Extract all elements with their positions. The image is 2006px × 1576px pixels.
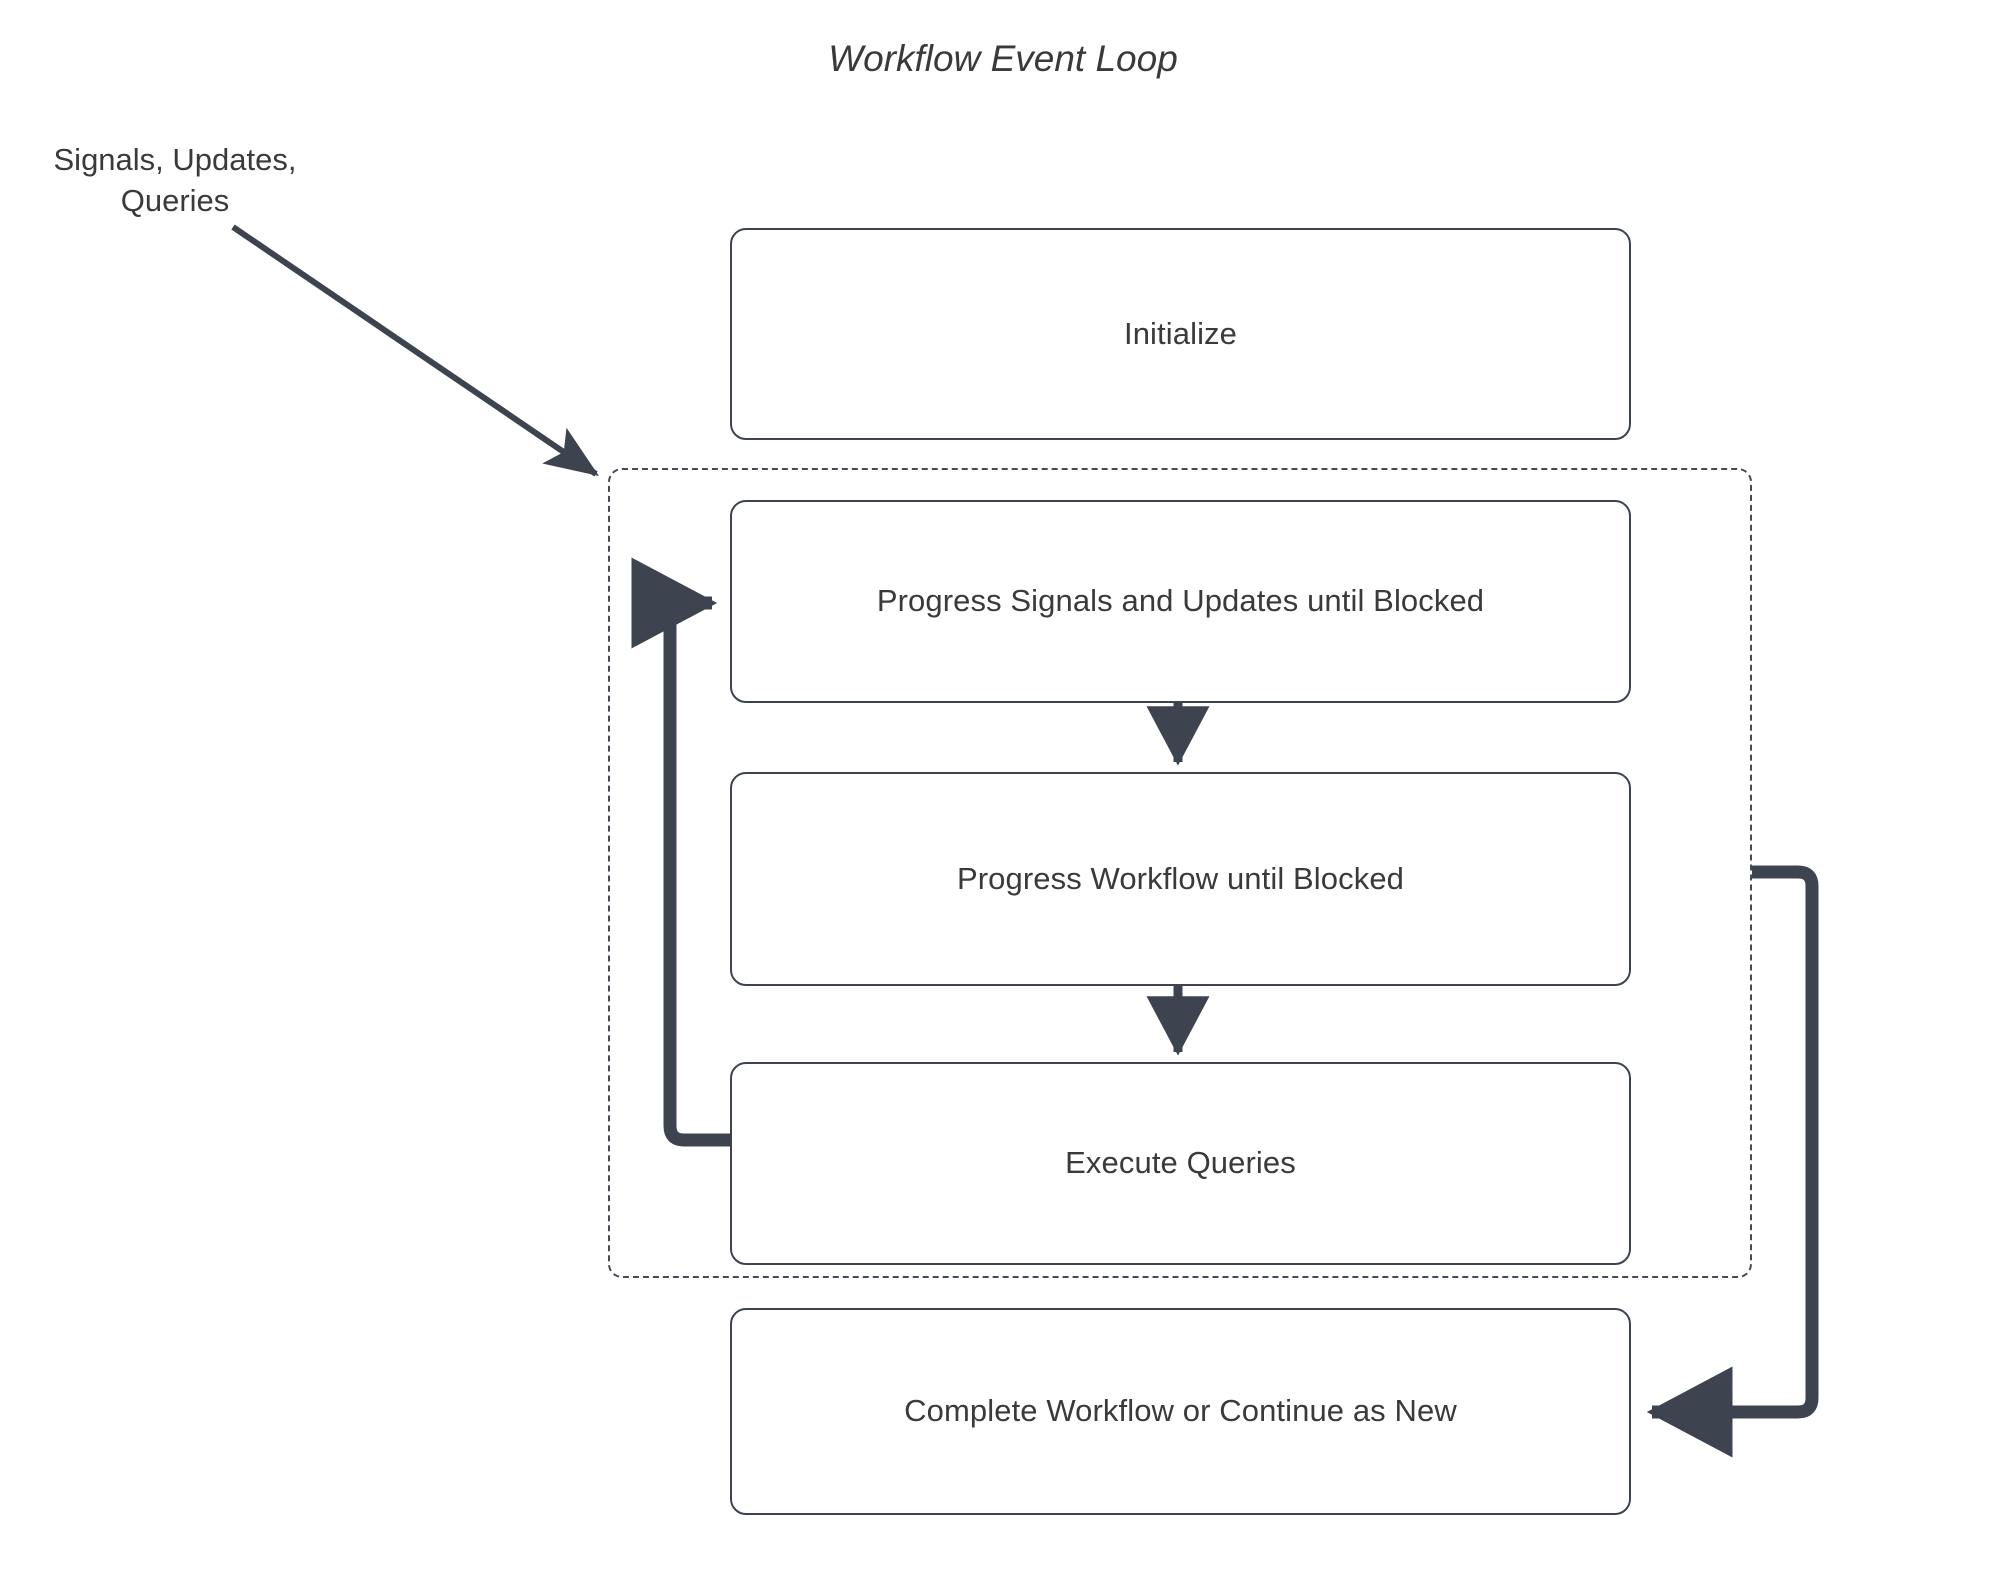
node-progress-workflow[interactable]: Progress Workflow until Blocked	[730, 772, 1631, 986]
node-execute-queries[interactable]: Execute Queries	[730, 1062, 1631, 1265]
node-progress-signals-label: Progress Signals and Updates until Block…	[876, 583, 1485, 619]
node-progress-signals[interactable]: Progress Signals and Updates until Block…	[730, 500, 1631, 703]
node-execute-queries-label: Execute Queries	[1065, 1145, 1296, 1181]
edge-loop-to-complete	[1646, 865, 1819, 1458]
node-complete-workflow-label: Complete Workflow or Continue as New	[904, 1393, 1457, 1429]
page-title: Workflow Event Loop	[828, 38, 1178, 79]
node-progress-workflow-label: Progress Workflow until Blocked	[956, 860, 1405, 896]
node-complete-workflow[interactable]: Complete Workflow or Continue as New	[730, 1308, 1631, 1515]
external-input-label: Signals, Updates,Queries	[53, 142, 297, 218]
node-initialize-label: Initialize	[1124, 315, 1237, 351]
edge-external-to-loop	[231, 224, 599, 477]
edge-queries-back-to-signals	[631, 557, 730, 1147]
node-initialize[interactable]: Initialize	[730, 228, 1631, 440]
event-loop-region	[608, 468, 1752, 1278]
